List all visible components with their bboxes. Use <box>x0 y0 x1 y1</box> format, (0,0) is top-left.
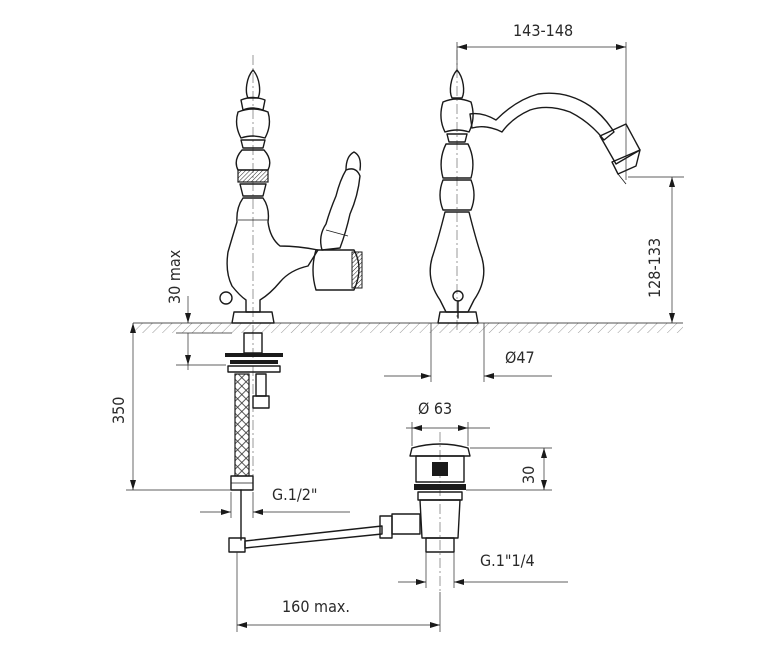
spout-reach-label: 143-148 <box>513 21 573 40</box>
deck-thickness-label: 30 max <box>165 249 184 304</box>
base-diameter-label: Ø47 <box>505 348 535 367</box>
faucet-side-view <box>429 50 641 330</box>
supply-thread-label: G.1/2" <box>272 485 318 504</box>
dim-waste-diameter: Ø 63 <box>406 399 490 446</box>
hose-length-label: 350 <box>109 397 128 424</box>
dim-supply-thread: G.1/2" <box>200 485 350 518</box>
waste-diameter-label: Ø 63 <box>418 399 452 418</box>
spout-height-label: 128-133 <box>645 238 664 298</box>
rod-length-label: 160 max. <box>282 597 350 616</box>
waste-thread-label: G.1"1/4 <box>480 551 535 570</box>
waste-height-label: 30 <box>519 466 538 484</box>
dim-spout-reach: 143-148 <box>456 21 627 180</box>
dim-rod-length: 160 max. <box>236 552 441 632</box>
popup-waste <box>379 432 471 592</box>
dim-waste-height: 30 <box>466 447 552 491</box>
faucet-front-view <box>219 55 363 330</box>
dim-waste-thread: G.1"1/4 <box>398 551 568 588</box>
dim-spout-height: 128-133 <box>628 176 684 323</box>
dim-deck-thickness: 30 max <box>165 249 232 370</box>
supply-assembly <box>225 330 383 553</box>
dim-base-diameter: Ø47 <box>384 323 552 382</box>
deck <box>133 322 683 333</box>
dim-hose-length: 350 <box>109 323 232 491</box>
